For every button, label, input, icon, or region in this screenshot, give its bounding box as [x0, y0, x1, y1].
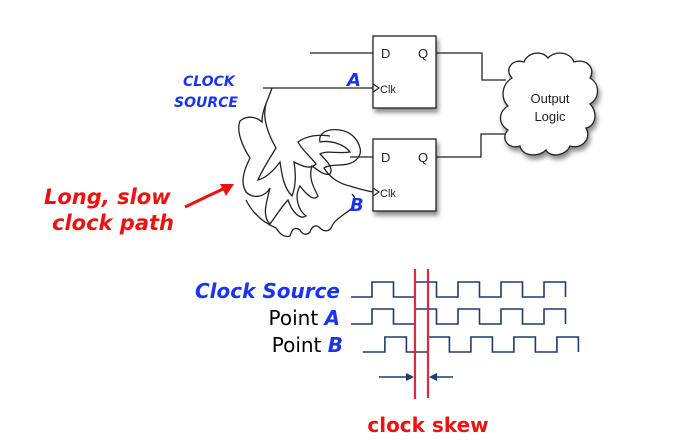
waveform-point-b: [362, 336, 580, 353]
flip-flop-a: D Q Clk: [372, 35, 437, 109]
clock-source-signal-label: Clock Source: [195, 279, 340, 303]
skew-arrow-left-icon: [379, 373, 414, 381]
point-b-signal-prefix: Point: [272, 333, 328, 357]
ff-b-q-label: Q: [418, 150, 428, 165]
flip-flop-b: D Q Clk: [372, 138, 437, 212]
ff-b-clk-label: Clk: [380, 188, 396, 200]
long-clock-path-squiggle-2: [256, 103, 331, 198]
ff-a-q-wire: [436, 52, 506, 81]
long-path-label-line2: clock path: [52, 211, 174, 235]
point-b-marker: B: [350, 195, 364, 216]
point-a-marker: A: [345, 70, 361, 91]
point-b-signal-suffix: B: [328, 333, 343, 357]
long-clock-path-squiggle: [238, 87, 374, 225]
point-a-signal-prefix: Point: [269, 306, 325, 330]
waveform-point-a: [351, 308, 567, 325]
output-logic-label-line2: Logic: [534, 109, 566, 124]
ff-a-d-label: D: [381, 46, 390, 61]
clock-source-label-line2: SOURCE: [174, 95, 238, 111]
ff-b-clock-triangle-icon: [372, 187, 380, 197]
ff-a-q-label: Q: [418, 46, 428, 61]
long-clock-path-squiggle-3: [245, 193, 356, 238]
skew-arrow-right-icon: [429, 373, 453, 381]
point-b-signal-label: Point B: [272, 333, 343, 357]
point-a-signal-suffix: A: [323, 306, 340, 330]
waveforms: [351, 281, 580, 353]
ff-a-clk-label: Clk: [380, 84, 396, 96]
long-path-arrow-icon: [184, 184, 234, 209]
output-logic-label-line1: Output: [530, 91, 569, 106]
ff-a-clock-triangle-icon: [372, 83, 380, 93]
ff-b-d-label: D: [381, 150, 390, 165]
ff-b-q-wire: [436, 133, 506, 158]
circuit: D Q Clk D Q Clk Output Logic CLOCK SOURC…: [44, 35, 599, 238]
waveform-clock-source: [351, 281, 567, 298]
point-a-signal-label: Point A: [269, 306, 341, 330]
timing-diagram: Clock Source Point A Point B clock skew: [195, 269, 580, 437]
long-path-label-line1: Long, slow: [44, 185, 171, 209]
clock-skew-label: clock skew: [367, 413, 488, 437]
output-logic-cloud: Output Logic: [499, 52, 599, 156]
clock-source-label-line1: CLOCK: [183, 74, 236, 90]
